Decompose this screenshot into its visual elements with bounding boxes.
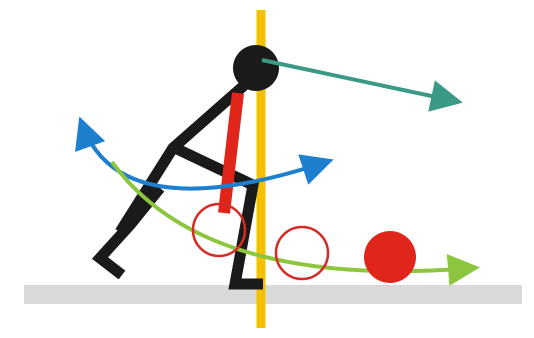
ball-path-arrow — [112, 162, 472, 271]
figure-front-leg — [175, 148, 263, 284]
ground-bar — [24, 285, 522, 304]
figure-head — [233, 45, 279, 91]
head-direction-arrow — [262, 60, 455, 101]
ball-outline-2 — [276, 227, 328, 279]
bowling-ball — [364, 231, 416, 283]
spine-line — [224, 93, 238, 213]
